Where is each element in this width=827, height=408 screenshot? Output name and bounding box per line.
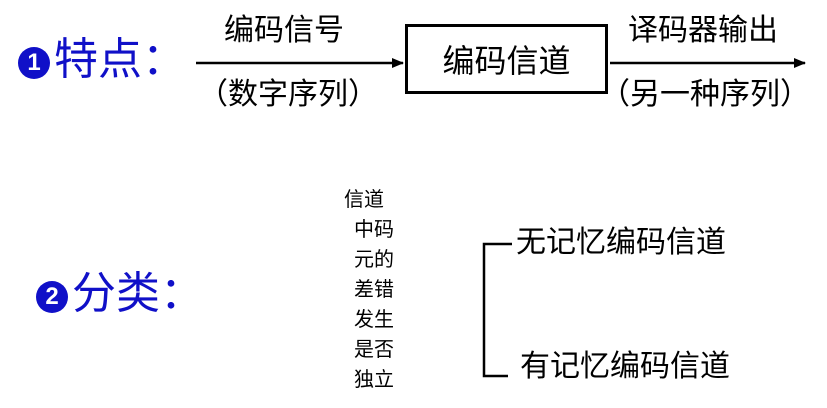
criterion-line: 是否 (354, 337, 394, 361)
output-label: 译码器输出 (628, 13, 778, 48)
classification-heading-text: 分类： (72, 268, 204, 319)
bullet-two-icon: 2 (36, 281, 68, 313)
criterion-line: 信道 (344, 187, 384, 211)
criterion-line: 中码 (354, 217, 394, 241)
branch-memoryless: 无记忆编码信道 (516, 225, 726, 260)
criterion-text: 信道 中码 元的 差错 发生 是否 独立 (344, 184, 394, 394)
classification-bracket (482, 242, 512, 378)
channel-box: 编码信道 (405, 24, 608, 94)
input-sub-label: （数字序列） (198, 77, 378, 112)
output-sub-label: （另一种序列） (600, 77, 810, 112)
feature-heading-text: 特点： (54, 34, 186, 85)
criterion-line: 差错 (354, 277, 394, 301)
criterion-line: 发生 (354, 307, 394, 331)
criterion-line: 独立 (354, 367, 394, 391)
branch-with-memory: 有记忆编码信道 (520, 349, 730, 384)
bullet-one-icon: 1 (18, 47, 50, 79)
channel-box-label: 编码信道 (442, 42, 571, 80)
input-label: 编码信号 (224, 13, 344, 48)
criterion-line: 元的 (354, 247, 394, 271)
